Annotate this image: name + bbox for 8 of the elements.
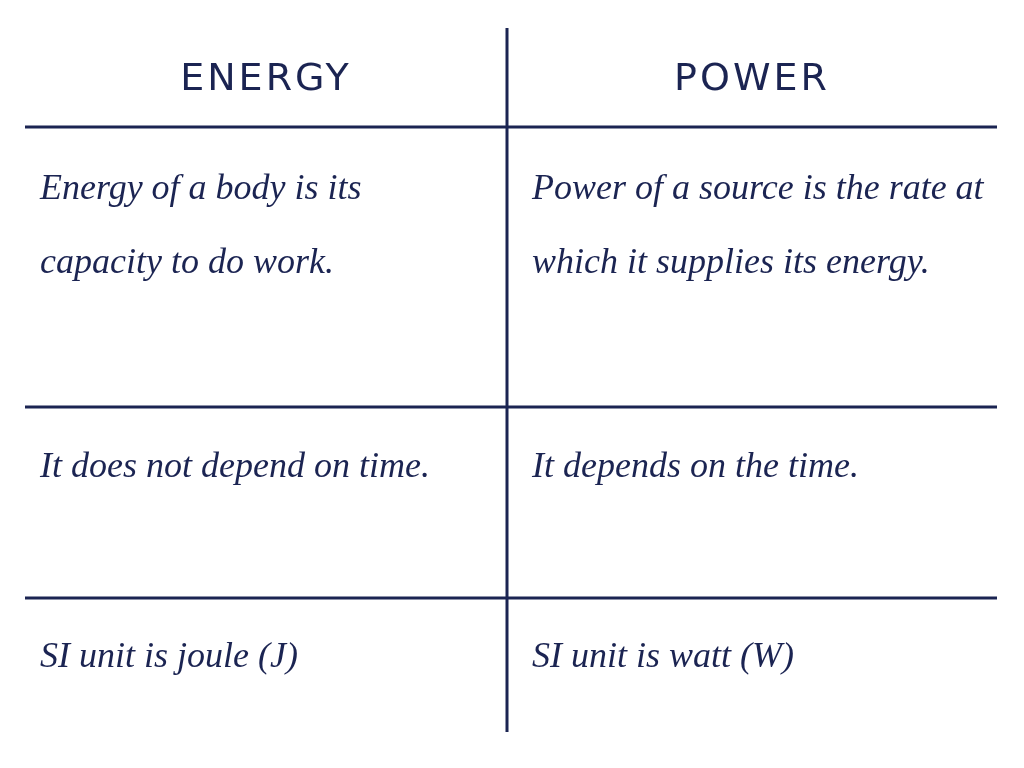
table-cell-text: SI unit is joule (J): [40, 634, 299, 677]
column-header: POWER: [673, 54, 831, 101]
table-cell-text: Energy of a body is its capacity to do work.: [40, 166, 363, 283]
table-cell-text: Power of a source is the rate at which it supplies its energy.: [532, 166, 985, 283]
table-cell-text: It depends on the time.: [532, 444, 860, 487]
table-cell-text: It does not depend on time.: [40, 444, 431, 487]
table-cell-text: SI unit is watt (W): [532, 634, 795, 677]
column-header: ENERGY: [179, 54, 353, 101]
